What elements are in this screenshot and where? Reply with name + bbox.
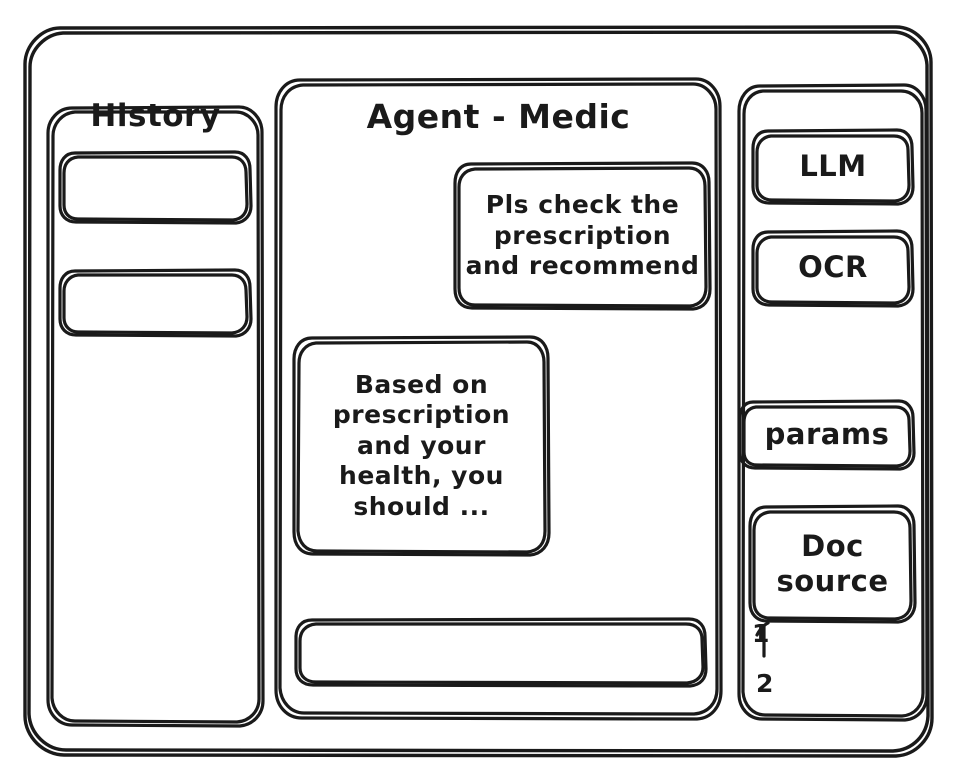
assistant-message-text: Based on prescription and your health, y…: [332, 369, 511, 521]
page-title: Agent - Medic: [366, 96, 631, 136]
doc-source-panel[interactable]: Doc source: [750, 506, 915, 622]
doc-list-item-2[interactable]: 2: [756, 668, 774, 698]
history-item-1[interactable]: [60, 152, 251, 223]
ocr-button-label: OCR: [798, 250, 868, 285]
history-item-2-label: [60, 270, 251, 336]
ocr-button[interactable]: OCR: [753, 231, 913, 305]
doc-source-label: Doc source: [776, 528, 889, 598]
composer-input[interactable]: [296, 619, 706, 686]
params-button-label: params: [764, 417, 890, 452]
params-button[interactable]: params: [740, 401, 914, 469]
history-item-2[interactable]: [60, 270, 251, 336]
history-panel-title: History: [90, 98, 221, 135]
composer-value: [314, 619, 684, 686]
llm-button[interactable]: LLM: [753, 130, 913, 204]
doc-list-item-1[interactable]: 1: [752, 618, 770, 648]
llm-button-label: LLM: [799, 149, 867, 184]
user-message-text: Pls check the prescription and recommend: [465, 190, 700, 281]
assistant-message-bubble: Based on prescription and your health, y…: [294, 337, 549, 555]
user-message-bubble: Pls check the prescription and recommend: [455, 163, 710, 309]
history-item-1-label: [60, 152, 251, 223]
